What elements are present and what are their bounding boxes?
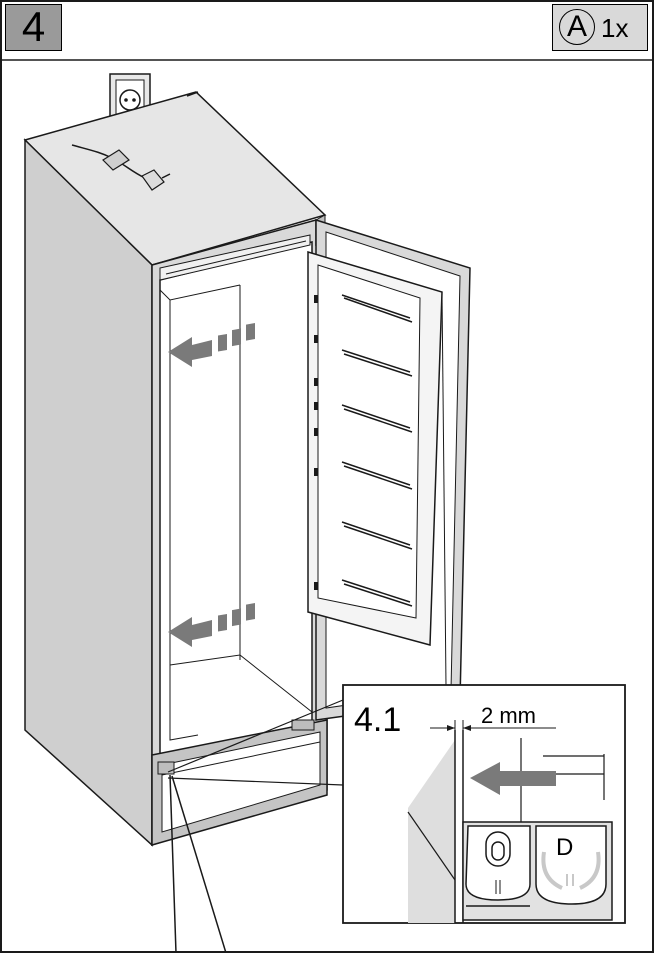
step-number: 4	[5, 4, 62, 51]
part-count: 1x	[601, 13, 629, 43]
bottom-hinge	[157, 761, 175, 775]
push-arrow-icon	[470, 762, 556, 795]
part-letter-circle: A	[559, 9, 595, 45]
pointer-line	[169, 774, 177, 953]
cabinet-left-side	[24, 138, 153, 847]
hinge-part-letter: D	[556, 834, 574, 861]
hinge-rotation-mark	[541, 851, 601, 890]
gap-dimension-label: 2 mm	[481, 703, 536, 728]
power-plug-icon	[102, 149, 171, 191]
detail-step-number: 4.1	[354, 701, 402, 739]
push-arrow-icon	[168, 603, 255, 647]
appliance-interior	[159, 241, 313, 792]
hinge-part	[462, 821, 613, 921]
callout-leader	[167, 699, 344, 773]
pointer-line	[171, 775, 227, 953]
callout-leader	[167, 777, 344, 786]
parts-quantity-badge: A 1x	[552, 4, 648, 51]
push-arrow-icon	[168, 323, 255, 367]
door-shelves	[341, 294, 413, 607]
